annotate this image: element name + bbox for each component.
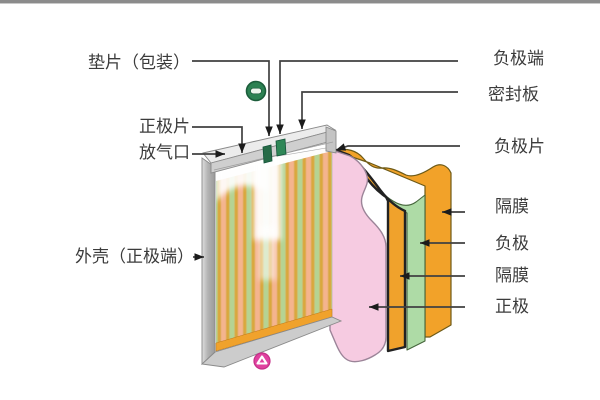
leader-gasket [192, 60, 273, 136]
label-gasket: 垫片（包装） [88, 53, 190, 72]
positive-terminal-badge [253, 352, 271, 370]
minus-icon [250, 87, 262, 95]
label-negative-sheet: 负极片 [494, 137, 545, 156]
sealing-plate-right-post [325, 126, 337, 154]
label-separator-inner: 隔膜 [495, 266, 529, 285]
triangle-icon [256, 355, 268, 365]
case-left-wall [201, 157, 216, 366]
label-negative-electrode: 负极 [495, 234, 529, 253]
label-vent: 放气口 [139, 143, 190, 162]
label-negative-terminal: 负极端 [493, 49, 544, 68]
battery-case [200, 124, 343, 368]
label-separator-outer: 隔膜 [495, 197, 529, 216]
leader-negative-sheet [335, 143, 460, 151]
positive-electrode-layer [328, 148, 387, 363]
leader-lines [192, 60, 465, 311]
label-positive-sheet: 正极片 [139, 117, 190, 136]
peeled-layer-stack [328, 147, 452, 363]
leader-sealing-plate [298, 91, 458, 129]
gasket-tab-right [275, 138, 287, 157]
label-case: 外壳（正极端） [75, 247, 194, 266]
label-sealing-plate: 密封板 [488, 85, 539, 104]
top-border-bar [0, 0, 600, 4]
frame-inner-edge [213, 141, 334, 171]
face-center-gap-fade [259, 225, 276, 280]
plus-badge-circle [253, 352, 271, 370]
leader-negative-terminal [276, 60, 458, 134]
face-center-gap [254, 148, 281, 240]
leader-positive-sheet [192, 126, 246, 153]
label-positive-electrode: 正极 [495, 297, 529, 316]
negative-terminal-badge [245, 80, 267, 102]
gasket-tab-left [262, 144, 273, 164]
